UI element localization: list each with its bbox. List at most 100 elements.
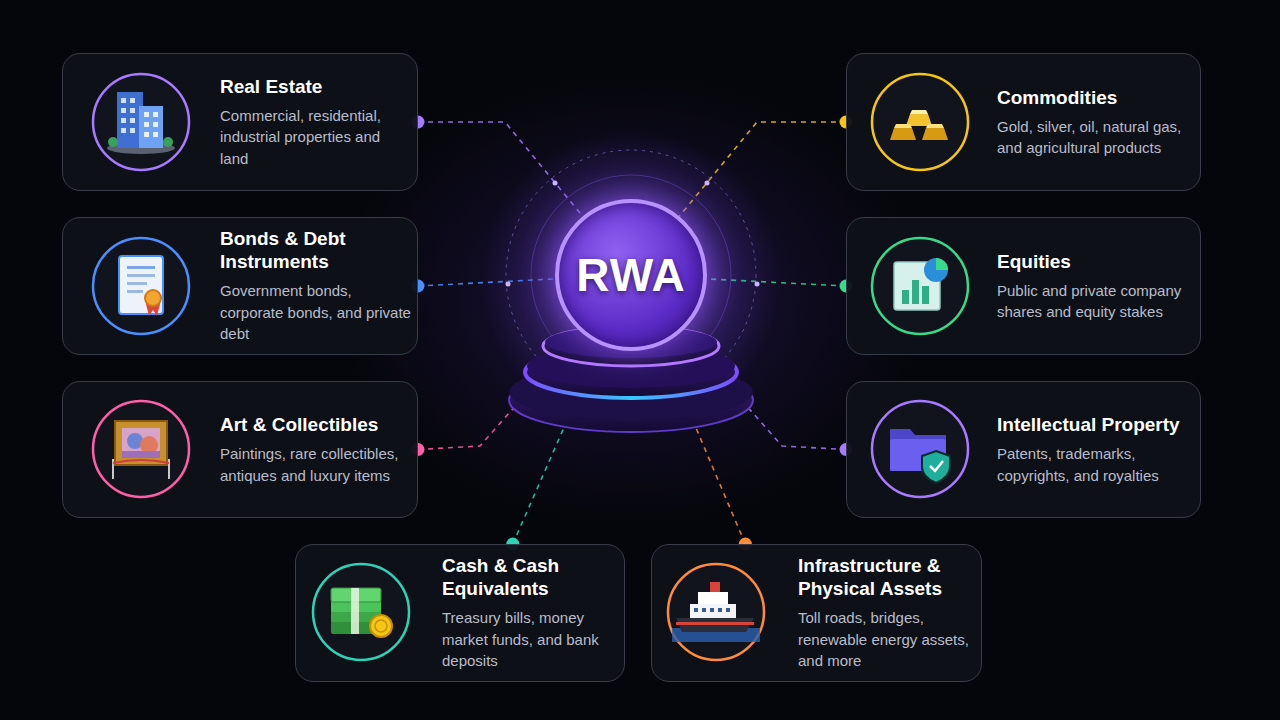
ship-icon-part: [698, 592, 728, 604]
coin-glow-part: [705, 181, 710, 186]
building-icon-part: [144, 112, 149, 117]
asset-card: Intellectual PropertyPatents, trademarks…: [846, 381, 1201, 518]
coin-glow: [481, 130, 781, 430]
building-icon-part: [153, 112, 158, 117]
building-icon-part: [117, 92, 143, 148]
ship-icon-part: [702, 608, 706, 612]
art-frame-icon: [113, 421, 169, 479]
asset-card: Real EstateCommercial, residential, indu…: [62, 53, 418, 191]
icon-rings-part: [668, 564, 764, 660]
art-frame-icon-part: [140, 436, 158, 454]
icon-rings-part: [93, 238, 189, 334]
coin-glow-part: [481, 130, 781, 430]
ip-folder-icon-part: [890, 429, 946, 471]
building-icon-part: [121, 128, 126, 133]
chart-icon-part: [894, 262, 940, 310]
card-heading: Commodities: [997, 86, 1193, 109]
asset-card: Bonds & Debt InstrumentsGovernment bonds…: [62, 217, 418, 355]
asset-card: Art & CollectiblesPaintings, rare collec…: [62, 381, 418, 518]
ship-icon-part: [690, 604, 736, 618]
building-icon-part: [144, 122, 149, 127]
ship-icon-part: [694, 608, 698, 612]
bond-document-icon-part: [127, 266, 155, 269]
ship-icon-part: [726, 608, 730, 612]
card-description: Toll roads, bridges, renewable energy as…: [798, 607, 976, 672]
ip-folder-icon-part: [890, 439, 946, 471]
coin-glow-part: [531, 175, 731, 375]
gold-bars-icon-part: [922, 128, 948, 140]
ip-folder-icon-part: [922, 451, 950, 483]
coin-label: RWA: [576, 248, 686, 302]
card-text: Bonds & Debt InstrumentsGovernment bonds…: [220, 218, 412, 354]
chart-icon-part: [902, 290, 909, 304]
cash-icon-part: [351, 588, 359, 634]
ship-icon-part: [672, 628, 760, 642]
bond-document-icon-part: [127, 282, 147, 285]
icon-rings-part: [872, 401, 968, 497]
card-description: Treasury bills, money market funds, and …: [442, 607, 620, 672]
ship-icon-part: [676, 618, 754, 632]
asset-card: CommoditiesGold, silver, oil, natural ga…: [846, 53, 1201, 191]
card-text: Intellectual PropertyPatents, trademarks…: [997, 382, 1193, 517]
icon-rings: [93, 74, 968, 660]
gold-bars-icon-part: [894, 124, 912, 128]
bond-document-icon-part: [127, 274, 155, 277]
building-icon: [107, 92, 175, 154]
card-description: Public and private company shares and eq…: [997, 280, 1187, 323]
gold-bars-icon-part: [910, 110, 928, 114]
art-frame-icon-part: [113, 460, 169, 463]
gold-bars-icon-part: [926, 124, 944, 128]
gold-bars-icon-part: [890, 128, 916, 140]
card-description: Patents, trademarks, copyrights, and roy…: [997, 443, 1193, 486]
building-icon-part: [108, 137, 118, 147]
building-icon-part: [130, 108, 135, 113]
building-icon-part: [153, 132, 158, 137]
coin-glow-part: [506, 150, 756, 400]
card-heading: Infrastructure & Physical Assets: [798, 554, 976, 600]
asset-card: EquitiesPublic and private company share…: [846, 217, 1201, 355]
ip-folder-icon-part: [930, 461, 943, 471]
icon-rings-part: [313, 564, 409, 660]
cash-icon-part: [331, 618, 381, 634]
card-text: Infrastructure & Physical AssetsToll roa…: [798, 545, 976, 681]
card-description: Government bonds, corporate bonds, and p…: [220, 280, 412, 345]
card-description: Commercial, residential, industrial prop…: [220, 105, 412, 170]
art-frame-icon-part: [122, 428, 160, 458]
asset-card: Infrastructure & Physical AssetsToll roa…: [651, 544, 982, 682]
card-description: Gold, silver, oil, natural gas, and agri…: [997, 116, 1193, 159]
ship-icon-part: [676, 622, 754, 625]
art-frame-icon-part: [115, 421, 167, 465]
building-icon-part: [139, 106, 163, 148]
card-heading: Intellectual Property: [997, 413, 1193, 436]
coin-glow-part: [553, 181, 558, 186]
bond-document-icon-part: [145, 290, 161, 306]
gold-bars-icon: [890, 110, 948, 140]
art-frame-icon-part: [168, 459, 170, 479]
card-heading: Art & Collectibles: [220, 413, 412, 436]
ip-folder-icon: [890, 429, 950, 483]
building-icon-part: [130, 98, 135, 103]
card-text: EquitiesPublic and private company share…: [997, 218, 1187, 354]
card-text: CommoditiesGold, silver, oil, natural ga…: [997, 54, 1193, 190]
cash-icon-part: [375, 620, 387, 632]
building-icon-part: [130, 128, 135, 133]
ship-icon-part: [710, 582, 720, 592]
building-icon-part: [121, 118, 126, 123]
icon-rings-part: [93, 401, 189, 497]
chart-icon: [894, 258, 948, 310]
bond-document-icon: [119, 256, 163, 316]
chart-icon-part: [922, 286, 929, 304]
cash-icon-part: [331, 598, 381, 612]
chart-icon-part: [924, 258, 948, 282]
card-description: Paintings, rare collectibles, antiques a…: [220, 443, 412, 486]
card-text: Real EstateCommercial, residential, indu…: [220, 54, 412, 190]
building-icon-part: [163, 137, 173, 147]
cash-icon-part: [370, 615, 392, 637]
building-icon-part: [121, 98, 126, 103]
icon-rings-part: [872, 74, 968, 170]
art-frame-icon-part: [122, 451, 160, 458]
chart-icon-part: [936, 258, 948, 270]
building-icon-part: [153, 122, 158, 127]
